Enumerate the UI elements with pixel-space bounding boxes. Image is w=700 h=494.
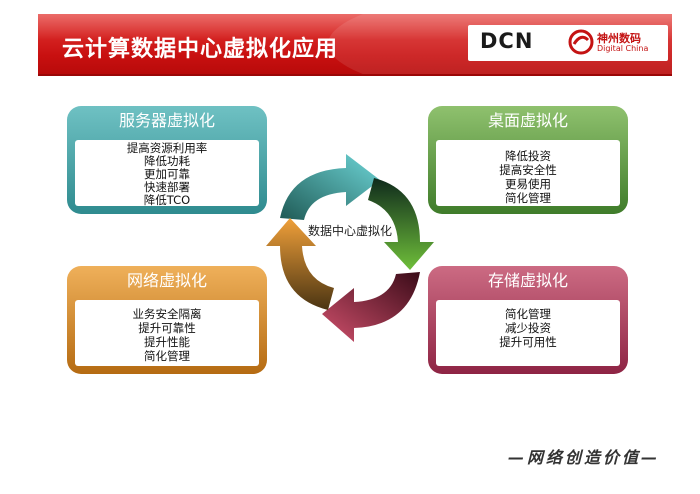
- page-title: 云计算数据中心虚拟化应用: [62, 37, 339, 62]
- server-virtualization-list-panel: 提高资源利用率 降低功耗 更加可靠 快速部署 降低TCO: [75, 140, 259, 207]
- list-item: 简化管理: [144, 349, 190, 363]
- list-item: 降低投资: [505, 149, 551, 163]
- cycle-arrow-teal: [280, 154, 380, 220]
- list-item: 提升性能: [144, 335, 190, 349]
- list-item: 提升可靠性: [138, 321, 196, 335]
- list-item: 提升可用性: [499, 335, 557, 349]
- footer-slogan: —网络创造价值—: [508, 448, 661, 467]
- server-virtualization-box: 服务器虚拟化 提高资源利用率 降低功耗 更加可靠 快速部署 降低TCO: [67, 106, 267, 214]
- list-item: 降低功耗: [144, 154, 190, 168]
- desktop-virtualization-list-panel: 降低投资 提高安全性 更易使用 简化管理: [436, 140, 620, 206]
- network-virtualization-title: 网络虚拟化: [126, 271, 207, 290]
- list-item: 业务安全隔离: [132, 307, 202, 321]
- list-item: 快速部署: [144, 180, 190, 194]
- center-label: 数据中心虚拟化: [307, 224, 392, 238]
- server-virtualization-title: 服务器虚拟化: [118, 111, 215, 130]
- cycle-arrow-red: [322, 272, 420, 342]
- storage-virtualization-list-panel: 简化管理 减少投资 提升可用性: [436, 300, 620, 366]
- list-item: 更加可靠: [144, 167, 190, 181]
- storage-virtualization-box: 存储虚拟化 简化管理 减少投资 提升可用性: [428, 266, 628, 374]
- list-item: 简化管理: [505, 191, 551, 205]
- list-item: 减少投资: [505, 321, 551, 335]
- digital-china-logo-icon: [568, 29, 594, 55]
- list-item: 降低TCO: [143, 193, 191, 207]
- brand-cn: 神州数码: [597, 32, 641, 45]
- list-item: 更易使用: [505, 177, 551, 191]
- list-item: 提高安全性: [499, 163, 557, 177]
- network-virtualization-list-panel: 业务安全隔离 提升可靠性 提升性能 简化管理: [75, 300, 259, 366]
- cycle-arrow-green: [368, 178, 434, 270]
- desktop-virtualization-box: 桌面虚拟化 降低投资 提高安全性 更易使用 简化管理: [428, 106, 628, 214]
- network-virtualization-box: 网络虚拟化 业务安全隔离 提升可靠性 提升性能 简化管理: [67, 266, 267, 374]
- storage-virtualization-title: 存储虚拟化: [487, 271, 568, 290]
- brand-en: Digital China: [597, 44, 649, 53]
- dcn-logo: DCN: [480, 29, 534, 53]
- list-item: 提高资源利用率: [126, 141, 208, 155]
- cycle-arrow-orange: [266, 218, 334, 310]
- virtualization-cycle: [266, 154, 434, 342]
- list-item: 简化管理: [505, 307, 551, 321]
- logo-panel: [468, 25, 668, 61]
- desktop-virtualization-title: 桌面虚拟化: [487, 111, 568, 130]
